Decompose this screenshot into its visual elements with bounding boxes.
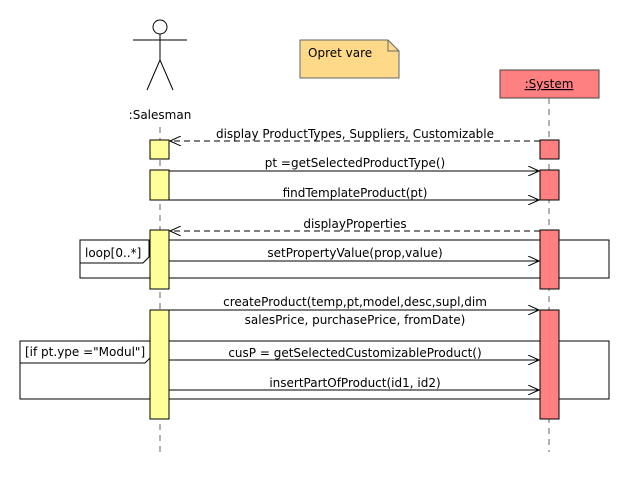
message-label: displayProperties [303, 217, 406, 231]
salesman-label: :Salesman [129, 108, 192, 122]
salesman-activation [149, 169, 170, 201]
message-label: salesPrice, purchasePrice, fromDate) [245, 313, 466, 327]
note: Opret vare [299, 39, 400, 79]
system-activation [539, 229, 560, 290]
message-set-property-value: setPropertyValue(prop,value) [169, 246, 539, 261]
message-label: findTemplateProduct(pt) [283, 186, 428, 200]
message-label: display ProductTypes, Suppliers, Customi… [216, 127, 494, 141]
system-label: :System [525, 77, 574, 91]
salesman-activation [149, 229, 170, 290]
system-object: :System [499, 69, 600, 99]
note-text: Opret vare [308, 46, 372, 60]
message-label: cusP = getSelectedCustomizableProduct() [228, 346, 481, 360]
salesman-activation [149, 139, 170, 160]
loop-fragment: loop[0..*] [79, 239, 610, 279]
message-create-product: createProduct(temp,pt,model,desc,supl,di… [169, 295, 539, 327]
message-label: pt =getSelectedProductType() [265, 156, 445, 170]
loop-fragment-label: loop[0..*] [85, 246, 141, 260]
message-label: insertPartOfProduct(id1, id2) [269, 376, 440, 390]
message-find-template-product: findTemplateProduct(pt) [169, 186, 539, 200]
system-activation [539, 169, 560, 201]
opt-fragment: [if pt.ype ="Modul"] [19, 340, 610, 400]
message-display-product-types: display ProductTypes, Suppliers, Customi… [170, 127, 540, 141]
message-get-selected-customizable-product: cusP = getSelectedCustomizableProduct() [169, 346, 539, 360]
message-insert-part-of-product: insertPartOfProduct(id1, id2) [169, 376, 539, 390]
salesman-activation [149, 309, 170, 420]
message-display-properties: displayProperties [170, 217, 540, 231]
message-label: setPropertyValue(prop,value) [267, 246, 442, 260]
message-label: createProduct(temp,pt,model,desc,supl,di… [223, 295, 487, 309]
opt-fragment-label: [if pt.ype ="Modul"] [25, 345, 145, 359]
system-activation [539, 139, 560, 160]
message-get-selected-product-type: pt =getSelectedProductType() [169, 156, 539, 171]
salesman-actor-icon [133, 19, 187, 91]
system-activation [539, 309, 560, 420]
